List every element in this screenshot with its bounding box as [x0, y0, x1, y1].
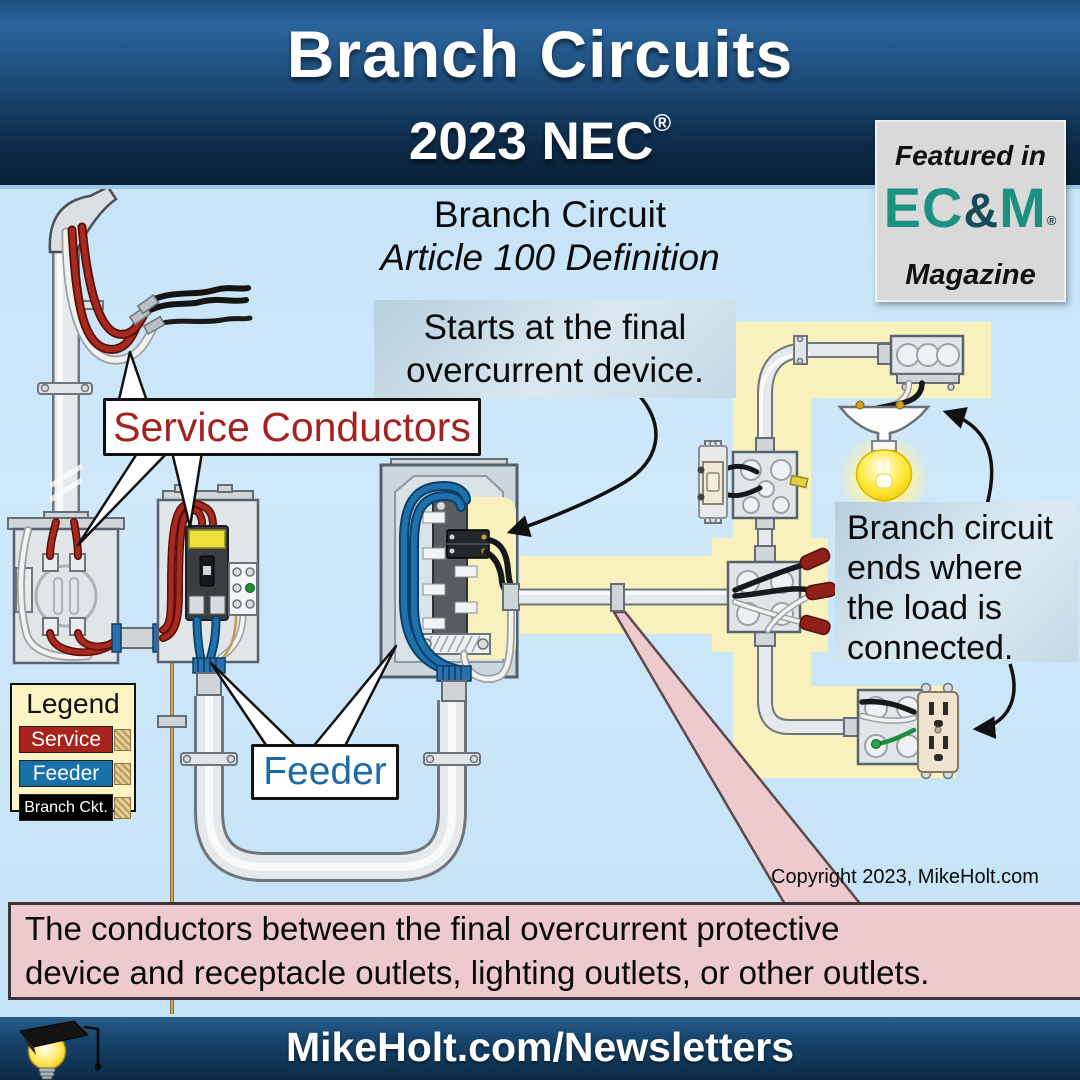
ecm-magazine-badge: Featured in EC&M® Magazine [875, 120, 1066, 302]
copyright-notice: Copyright 2023, MikeHolt.com [771, 866, 1039, 888]
receptacle-box [843, 682, 959, 780]
meter-socket [34, 564, 98, 628]
service-wire-neutral [63, 229, 155, 363]
switch-junction-box [697, 437, 809, 530]
definition-line2: device and receptacle outlets, lighting … [25, 954, 930, 991]
wire-hatch-icon [114, 762, 131, 785]
bulb-base [38, 1067, 56, 1080]
toggle-switch [697, 440, 728, 524]
callout-feeder: Feeder [251, 744, 399, 800]
definition-heading: Branch Circuit Article 100 Definition [200, 194, 900, 280]
definition-box: The conductors between the final overcur… [8, 902, 1080, 1000]
main-breaker [185, 525, 229, 621]
arrow-to-breaker [506, 392, 658, 538]
badge-magazine-text: Magazine [905, 259, 1036, 291]
wire-hatch-icon [114, 728, 131, 751]
tassel [83, 1025, 100, 1065]
arrow-to-receptacle [972, 663, 1016, 739]
legend-swatch: Branch Ckt. [19, 794, 113, 821]
callout-branch-ends: Branch circuit ends where the load is co… [835, 502, 1078, 667]
legend: Legend Service Feeder Branch Ckt. [10, 683, 136, 821]
callout-pointers [76, 350, 398, 750]
junction-box-middle [726, 545, 837, 647]
footer-bar: MikeHolt.com/Newsletters [0, 1017, 1080, 1080]
ground-clamp [157, 715, 187, 728]
splice-ferrules [128, 294, 166, 335]
legend-swatch: Feeder [19, 760, 113, 787]
registered-mark: ® [653, 110, 672, 137]
terminal-block [228, 562, 258, 616]
conduit-coupling [610, 583, 625, 612]
definition-line1: The conductors between the final overcur… [25, 910, 840, 947]
feeder-conduit [180, 696, 481, 882]
graduation-cap [19, 1020, 89, 1048]
nec-edition: 2023 NEC® [408, 110, 672, 171]
duplex-receptacle [917, 682, 959, 780]
mikeholt-bulb-gradcap-logo [19, 1020, 102, 1080]
breaker-label [188, 529, 226, 549]
callout-starts-at-ocpd: Starts at the final overcurrent device. [374, 300, 736, 398]
ground-pigtail [789, 474, 809, 489]
wire-nuts [799, 547, 837, 636]
ecm-logo: EC&M® [883, 176, 1058, 239]
panelboard [379, 458, 521, 702]
legend-item-service: Service [19, 726, 134, 753]
meter-nipple [111, 623, 163, 653]
drip-loop-wires [61, 222, 253, 365]
callout-service-conductors: Service Conductors [103, 398, 481, 456]
lampholder [837, 400, 931, 524]
feeder-wires-panel [399, 480, 521, 684]
legend-title: Legend [26, 688, 120, 719]
heading-line2: Article 100 Definition [380, 237, 720, 278]
footer-url: MikeHolt.com/Newsletters [285, 1024, 795, 1070]
legend-item-feeder: Feeder [19, 760, 134, 787]
legend-swatch: Service [19, 726, 113, 753]
wire-hatch-icon [114, 796, 131, 819]
ground-screw [871, 739, 881, 749]
annotation-arrows [506, 392, 1016, 739]
badge-featured-text: Featured in [895, 140, 1046, 171]
panel-hub [436, 665, 472, 702]
neutral-bar [417, 633, 491, 655]
mast-wrap [48, 463, 84, 503]
meter-enclosure [7, 517, 163, 665]
utility-wire-black [143, 296, 249, 315]
arrow-to-lamp [942, 407, 994, 506]
page-title: Branch Circuits [286, 17, 794, 91]
legend-item-branch: Branch Ckt. [19, 794, 134, 821]
cap-side [22, 1034, 36, 1055]
conduit-strap [180, 752, 481, 766]
heading-line1: Branch Circuit [433, 194, 667, 235]
branch-breaker [446, 529, 490, 559]
service-disconnect [156, 484, 260, 696]
service-wire-red [69, 227, 141, 353]
